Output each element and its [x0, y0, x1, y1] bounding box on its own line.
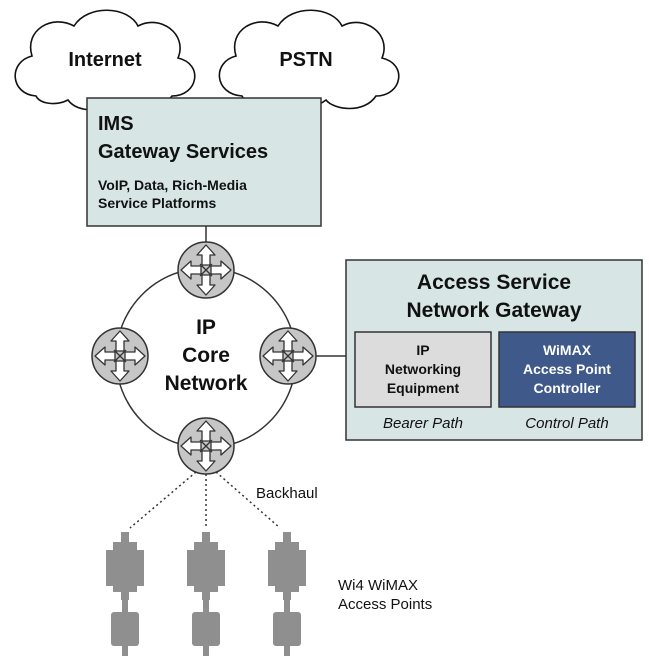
ims-title-line1: IMS: [98, 113, 134, 135]
ip-networking-box: [354, 331, 492, 408]
wimax-box-line2: Access Point: [523, 361, 611, 377]
ip-box-line1: IP: [416, 342, 429, 358]
control-path-label: Control Path: [525, 415, 608, 432]
access-point-icon-3: [268, 532, 306, 656]
ims-gateway-box: [86, 97, 322, 227]
router-icon-top: [177, 241, 235, 299]
core-line1: IP: [196, 316, 216, 339]
ip-box-line3: Equipment: [387, 380, 460, 396]
router-icon-right: [259, 327, 317, 385]
pstn-label: PSTN: [279, 49, 332, 71]
router-icon-left: [91, 327, 149, 385]
access-point-icon-2: [187, 532, 225, 656]
wimax-box-line3: Controller: [534, 380, 601, 396]
core-line3: Network: [165, 372, 248, 395]
asn-title-line1: Access Service: [417, 271, 571, 294]
backhaul-links: [129, 471, 281, 529]
core-line2: Core: [182, 344, 230, 367]
asn-title-line2: Network Gateway: [406, 299, 581, 322]
wimax-box-line1: WiMAX: [543, 342, 592, 358]
backhaul-label: Backhaul: [256, 485, 318, 502]
bearer-path-label: Bearer Path: [383, 415, 463, 432]
access-points-line2: Access Points: [338, 596, 432, 613]
access-point-icon-1: [106, 532, 144, 656]
wimax-controller-box: [498, 331, 636, 408]
router-icon-bottom: [177, 417, 235, 475]
internet-label: Internet: [68, 49, 142, 71]
ip-box-line2: Networking: [385, 361, 461, 377]
access-points-line1: Wi4 WiMAX: [338, 577, 418, 594]
ims-sub-line2: Service Platforms: [98, 195, 216, 211]
ims-title-line2: Gateway Services: [98, 141, 268, 163]
ims-sub-line1: VoIP, Data, Rich-Media: [98, 177, 247, 193]
